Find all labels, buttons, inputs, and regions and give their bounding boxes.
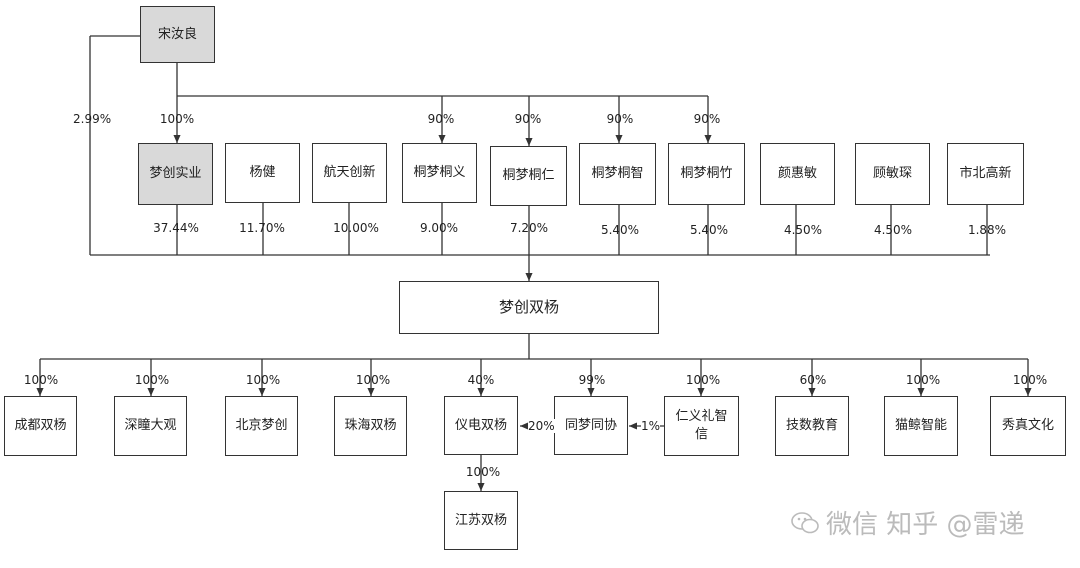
node-label: 航天创新: [323, 165, 376, 181]
node-label: 仪电双杨: [454, 417, 507, 433]
pct-label-holding: 11.70%: [239, 221, 285, 235]
pct-label-holding: 5.40%: [689, 223, 729, 237]
node-label: 猫鲸智能: [894, 418, 947, 434]
pct-label-subsidiary: 100%: [245, 373, 281, 387]
node-label: 顾敏琛: [872, 166, 912, 182]
pct-label-holding: 5.40%: [600, 223, 640, 237]
pct-label-cross: 1%: [641, 419, 661, 433]
watermark: 微信 知乎 @雷递: [790, 504, 1025, 541]
node-label: 秀真文化: [1001, 418, 1054, 434]
node-label: 杨健: [249, 165, 276, 181]
second-level-subsidiary-node: 江苏双杨: [444, 491, 518, 550]
pct-label-mengchuang-shiye: 100%: [159, 112, 195, 126]
node-label: 宋汝良: [157, 26, 197, 42]
shareholder-node: 航天创新: [312, 143, 387, 203]
wechat-logo-icon: [791, 511, 819, 533]
node-label: 市北高新: [959, 166, 1012, 182]
shareholder-song-ruliang: 宋汝良: [140, 6, 215, 63]
node-label: 同梦同协: [564, 417, 617, 433]
subsidiary-node: 仁义礼智信: [664, 396, 739, 456]
pct-label-holding: 7.20%: [509, 221, 549, 235]
pct-label-top: 90%: [693, 112, 721, 126]
node-label: 梦创实业: [149, 166, 202, 182]
pct-label-subsidiary: 100%: [905, 373, 941, 387]
pct-label-cross: 20%: [528, 419, 555, 433]
node-label: 仁义礼智信: [675, 409, 728, 442]
pct-label-subsidiary: 100%: [23, 373, 59, 387]
shareholder-node: 桐梦桐义: [402, 143, 477, 203]
pct-label-holding: 9.00%: [419, 221, 459, 235]
pct-label-subsidiary: 100%: [1012, 373, 1048, 387]
node-label: 成都双杨: [14, 418, 67, 434]
pct-label-top: 90%: [427, 112, 455, 126]
node-label: 桐梦桐竹: [680, 166, 733, 182]
pct-label-holding: 4.50%: [873, 223, 913, 237]
subsidiary-node: 珠海双杨: [334, 396, 407, 456]
subsidiary-node: 深瞳大观: [114, 396, 187, 456]
pct-label-subsidiary: 100%: [134, 373, 170, 387]
pct-label-holding: 4.50%: [783, 223, 823, 237]
node-label: 颜惠敏: [777, 166, 817, 182]
pct-label-holding: 37.44%: [153, 221, 199, 235]
pct-label-subsidiary: 99%: [578, 373, 606, 387]
pct-label-subsidiary: 100%: [685, 373, 721, 387]
pct-label-subsidiary: 100%: [355, 373, 391, 387]
pct-label-direct: 2.99%: [73, 112, 112, 126]
shareholder-node: 市北高新: [947, 143, 1024, 205]
subsidiary-node: 同梦同协: [554, 396, 628, 455]
shareholder-node: 颜惠敏: [760, 143, 835, 205]
watermark-text: 微信 知乎 @雷递: [826, 510, 1025, 540]
subsidiary-node: 仪电双杨: [444, 396, 518, 455]
main-company-node: 梦创双杨: [399, 281, 659, 334]
node-label: 桐梦桐仁: [502, 168, 555, 184]
node-label: 梦创双杨: [498, 298, 559, 317]
pct-label-subsidiary: 60%: [799, 373, 827, 387]
node-label: 深瞳大观: [124, 418, 177, 434]
shareholder-node: 杨健: [225, 143, 300, 203]
shareholder-node: 桐梦桐竹: [668, 143, 745, 205]
node-label: 桐梦桐义: [413, 165, 466, 181]
pct-label-subsidiary: 40%: [467, 373, 495, 387]
subsidiary-node: 成都双杨: [4, 396, 77, 456]
pct-label-top: 90%: [514, 112, 542, 126]
subsidiary-node: 秀真文化: [990, 396, 1066, 456]
pct-label-jiangsu: 100%: [465, 465, 501, 479]
pct-label-holding: 1.88%: [967, 223, 1007, 237]
node-label: 北京梦创: [235, 418, 288, 434]
node-label: 技数教育: [785, 418, 838, 434]
pct-label-top: 90%: [606, 112, 634, 126]
shareholder-node: 顾敏琛: [855, 143, 930, 205]
shareholder-node: 桐梦桐智: [579, 143, 656, 205]
subsidiary-node: 猫鲸智能: [884, 396, 958, 456]
subsidiary-node: 北京梦创: [225, 396, 298, 456]
shareholder-node: 桐梦桐仁: [490, 146, 567, 206]
node-label: 珠海双杨: [344, 418, 397, 434]
shareholder-node: 梦创实业: [138, 143, 213, 205]
node-label: 江苏双杨: [454, 512, 507, 528]
node-label: 桐梦桐智: [591, 166, 644, 182]
pct-label-holding: 10.00%: [333, 221, 379, 235]
subsidiary-node: 技数教育: [775, 396, 849, 456]
